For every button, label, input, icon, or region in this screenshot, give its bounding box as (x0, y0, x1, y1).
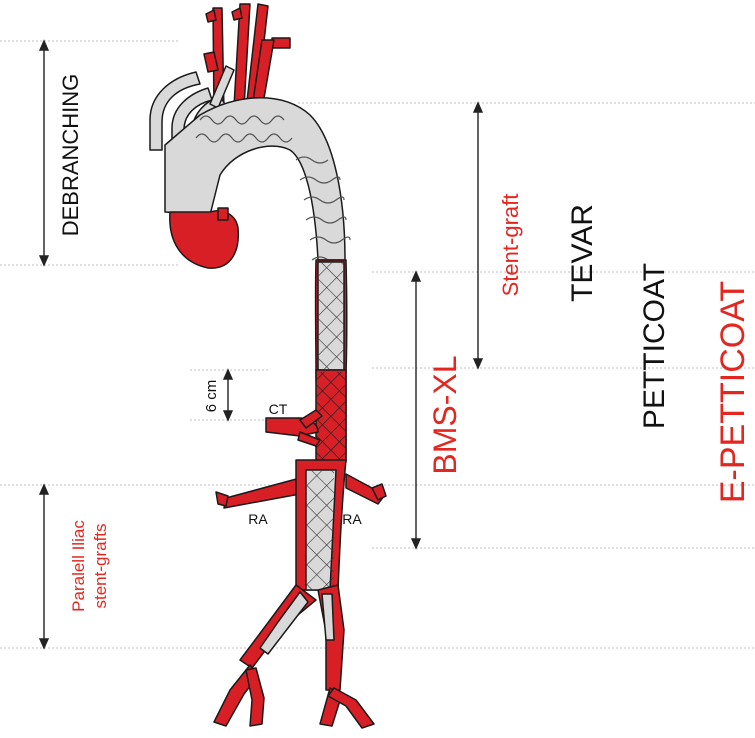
labels: DEBRANCHING Stent-graft TEVAR BMS-XL PET… (58, 74, 752, 612)
tevar-label: TEVAR (566, 204, 599, 302)
debranching-label: DEBRANCHING (58, 74, 83, 237)
ra-right-label: RA (342, 511, 362, 527)
bms-xl-arrow (410, 270, 422, 550)
stent-graft-arrow (472, 101, 484, 370)
ra-left-label: RA (248, 511, 268, 527)
celiac-trunk (265, 409, 323, 447)
aortic-root-cap (217, 207, 229, 221)
ct-label: CT (269, 401, 288, 417)
renal-arteries (215, 473, 387, 509)
stent-waves (195, 115, 351, 264)
dimension-arrows (38, 39, 484, 650)
debranching-arrow (38, 39, 50, 267)
supra-aortic-vessels (203, 3, 291, 115)
iliac-arrow (38, 483, 50, 650)
aorta-illustration (149, 3, 387, 729)
stent-graft-label: Stent-graft (498, 194, 523, 297)
iliac-label-line1: Paralell Iliac (69, 520, 88, 612)
iliac-grafts (259, 591, 335, 655)
six-cm-arrow (222, 368, 234, 422)
iliac-label-line2: stent-grafts (91, 523, 110, 608)
e-petticoat-label: E-PETTICOAT (714, 281, 752, 503)
bms-xl-label: BMS-XL (427, 355, 463, 474)
six-cm-label: 6 cm (203, 380, 220, 413)
petticoat-label: PETTICOAT (638, 263, 671, 429)
